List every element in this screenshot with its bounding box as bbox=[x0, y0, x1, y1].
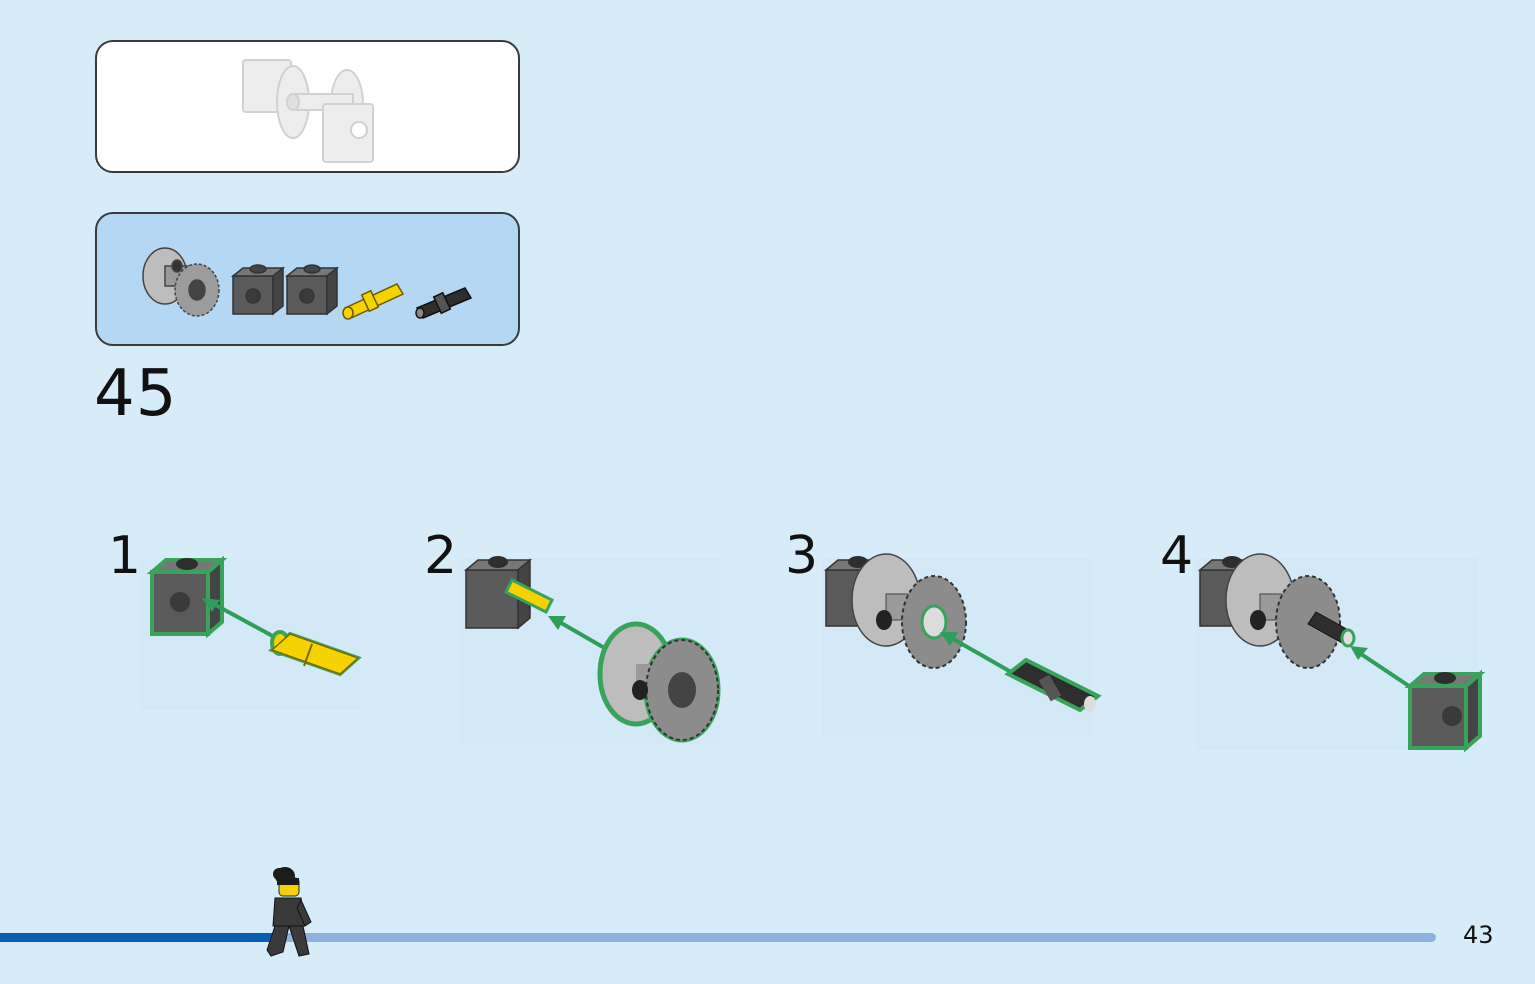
page-number: 43 bbox=[1463, 921, 1494, 949]
sub-step-1-illustration bbox=[140, 555, 362, 710]
gear-hub-part bbox=[142, 247, 220, 317]
sub-step-number-2: 2 bbox=[424, 526, 458, 586]
previous-step-preview bbox=[95, 40, 520, 173]
insert-arrow bbox=[209, 600, 281, 642]
sub-step-number-1: 1 bbox=[108, 526, 142, 586]
progress-bar-fill bbox=[0, 933, 287, 942]
step-number: 45 bbox=[94, 357, 178, 431]
insert-arrow bbox=[555, 618, 609, 652]
sub-step-4-illustration bbox=[1196, 553, 1486, 753]
insert-arrow bbox=[1356, 650, 1414, 690]
sub-step-3-illustration bbox=[822, 553, 1102, 736]
preview-assembly-illustration bbox=[242, 59, 374, 163]
highlighted-technic-brick bbox=[146, 555, 228, 639]
sub-step-number-4: 4 bbox=[1160, 526, 1194, 586]
black-pin-part bbox=[415, 287, 473, 319]
yellow-pin-part bbox=[342, 283, 405, 320]
parts-list-illustration bbox=[142, 247, 473, 320]
technic-brick-1x1-part-b bbox=[284, 264, 340, 316]
insert-arrow bbox=[947, 634, 1019, 678]
progress-bar-track bbox=[0, 933, 1436, 942]
sub-step-number-3: 3 bbox=[785, 526, 819, 586]
parts-list-box bbox=[95, 212, 520, 346]
technic-brick-1x1-part-a bbox=[230, 264, 286, 316]
sub-step-2-illustration bbox=[460, 556, 721, 744]
minifigure-progress-marker-icon bbox=[266, 867, 312, 957]
